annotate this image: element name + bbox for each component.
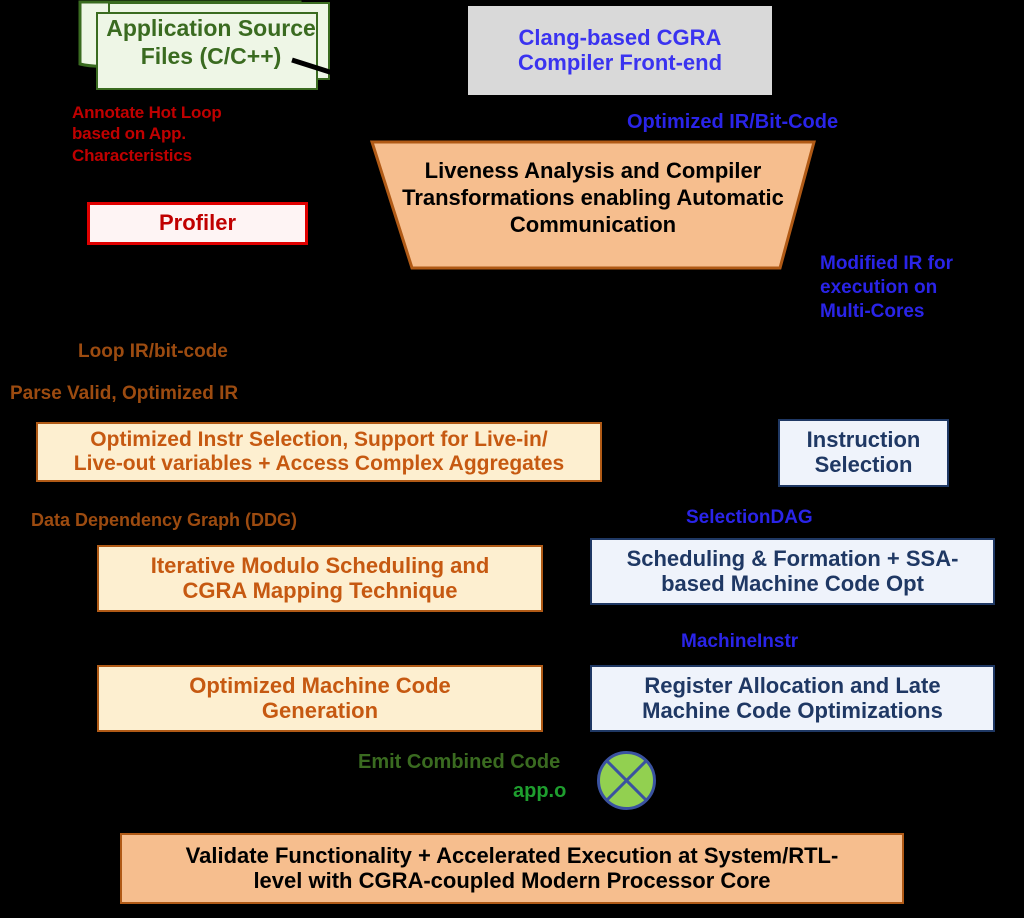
label-parse-valid-optimized-ir: Parse Valid, Optimized IR <box>10 383 239 404</box>
document-sheet-middle <box>96 12 318 90</box>
label-modified-ir: Modified IR for execution on Multi-Cores <box>820 253 953 322</box>
node-clang-frontend-label: Clang-based CGRA Compiler Front-end <box>517 24 723 75</box>
label-annotate-hot-loop: Annotate Hot Loop based on App. Characte… <box>72 103 222 165</box>
node-register-allocation[interactable]: Register Allocation and Late Machine Cod… <box>590 665 995 732</box>
label-machine-instr: MachineInstr <box>681 631 799 652</box>
node-modulo-scheduling[interactable]: Iterative Modulo Scheduling and CGRA Map… <box>97 545 543 612</box>
label-selection-dag: SelectionDAG <box>686 507 813 528</box>
node-source-files[interactable]: Application Source Files (C/C++) <box>78 0 340 96</box>
node-source-files-label: Application Source Files (C/C++) <box>106 15 316 70</box>
node-optimized-machine-code-label: Optimized Machine Code Generation <box>189 672 451 723</box>
node-register-allocation-label: Register Allocation and Late Machine Cod… <box>642 672 943 723</box>
node-modulo-scheduling-label: Iterative Modulo Scheduling and CGRA Map… <box>150 552 490 603</box>
node-validate-functionality-label: Validate Functionality + Accelerated Exe… <box>185 842 839 893</box>
node-scheduling-formation-label: Scheduling & Formation + SSA- based Mach… <box>626 545 959 596</box>
node-instruction-selection[interactable]: Instruction Selection <box>778 419 949 487</box>
node-optimized-machine-code[interactable]: Optimized Machine Code Generation <box>97 665 543 732</box>
node-liveness-analysis[interactable]: Liveness Analysis and Compiler Transform… <box>370 140 816 270</box>
green-crossed-circle-icon <box>596 750 657 811</box>
node-liveness-analysis-label: Liveness Analysis and Compiler Transform… <box>402 158 784 237</box>
node-instruction-selection-label: Instruction Selection <box>806 427 921 477</box>
label-data-dependency-graph: Data Dependency Graph (DDG) <box>31 510 298 530</box>
connector-arrow <box>290 38 360 78</box>
node-optimized-instr-selection[interactable]: Optimized Instr Selection, Support for L… <box>36 422 602 482</box>
node-validate-functionality[interactable]: Validate Functionality + Accelerated Exe… <box>120 833 904 904</box>
label-app-object: app.o <box>513 780 567 802</box>
label-optimized-ir-bitcode: Optimized IR/Bit-Code <box>627 111 839 133</box>
label-loop-ir: Loop IR/bit-code <box>78 341 228 362</box>
node-scheduling-formation[interactable]: Scheduling & Formation + SSA- based Mach… <box>590 538 995 605</box>
node-profiler-label: Profiler <box>158 210 237 236</box>
label-emit-combined-code: Emit Combined Code <box>358 751 561 773</box>
node-clang-frontend[interactable]: Clang-based CGRA Compiler Front-end <box>468 6 772 95</box>
node-optimized-instr-selection-label: Optimized Instr Selection, Support for L… <box>73 428 565 475</box>
node-profiler[interactable]: Profiler <box>87 202 308 245</box>
